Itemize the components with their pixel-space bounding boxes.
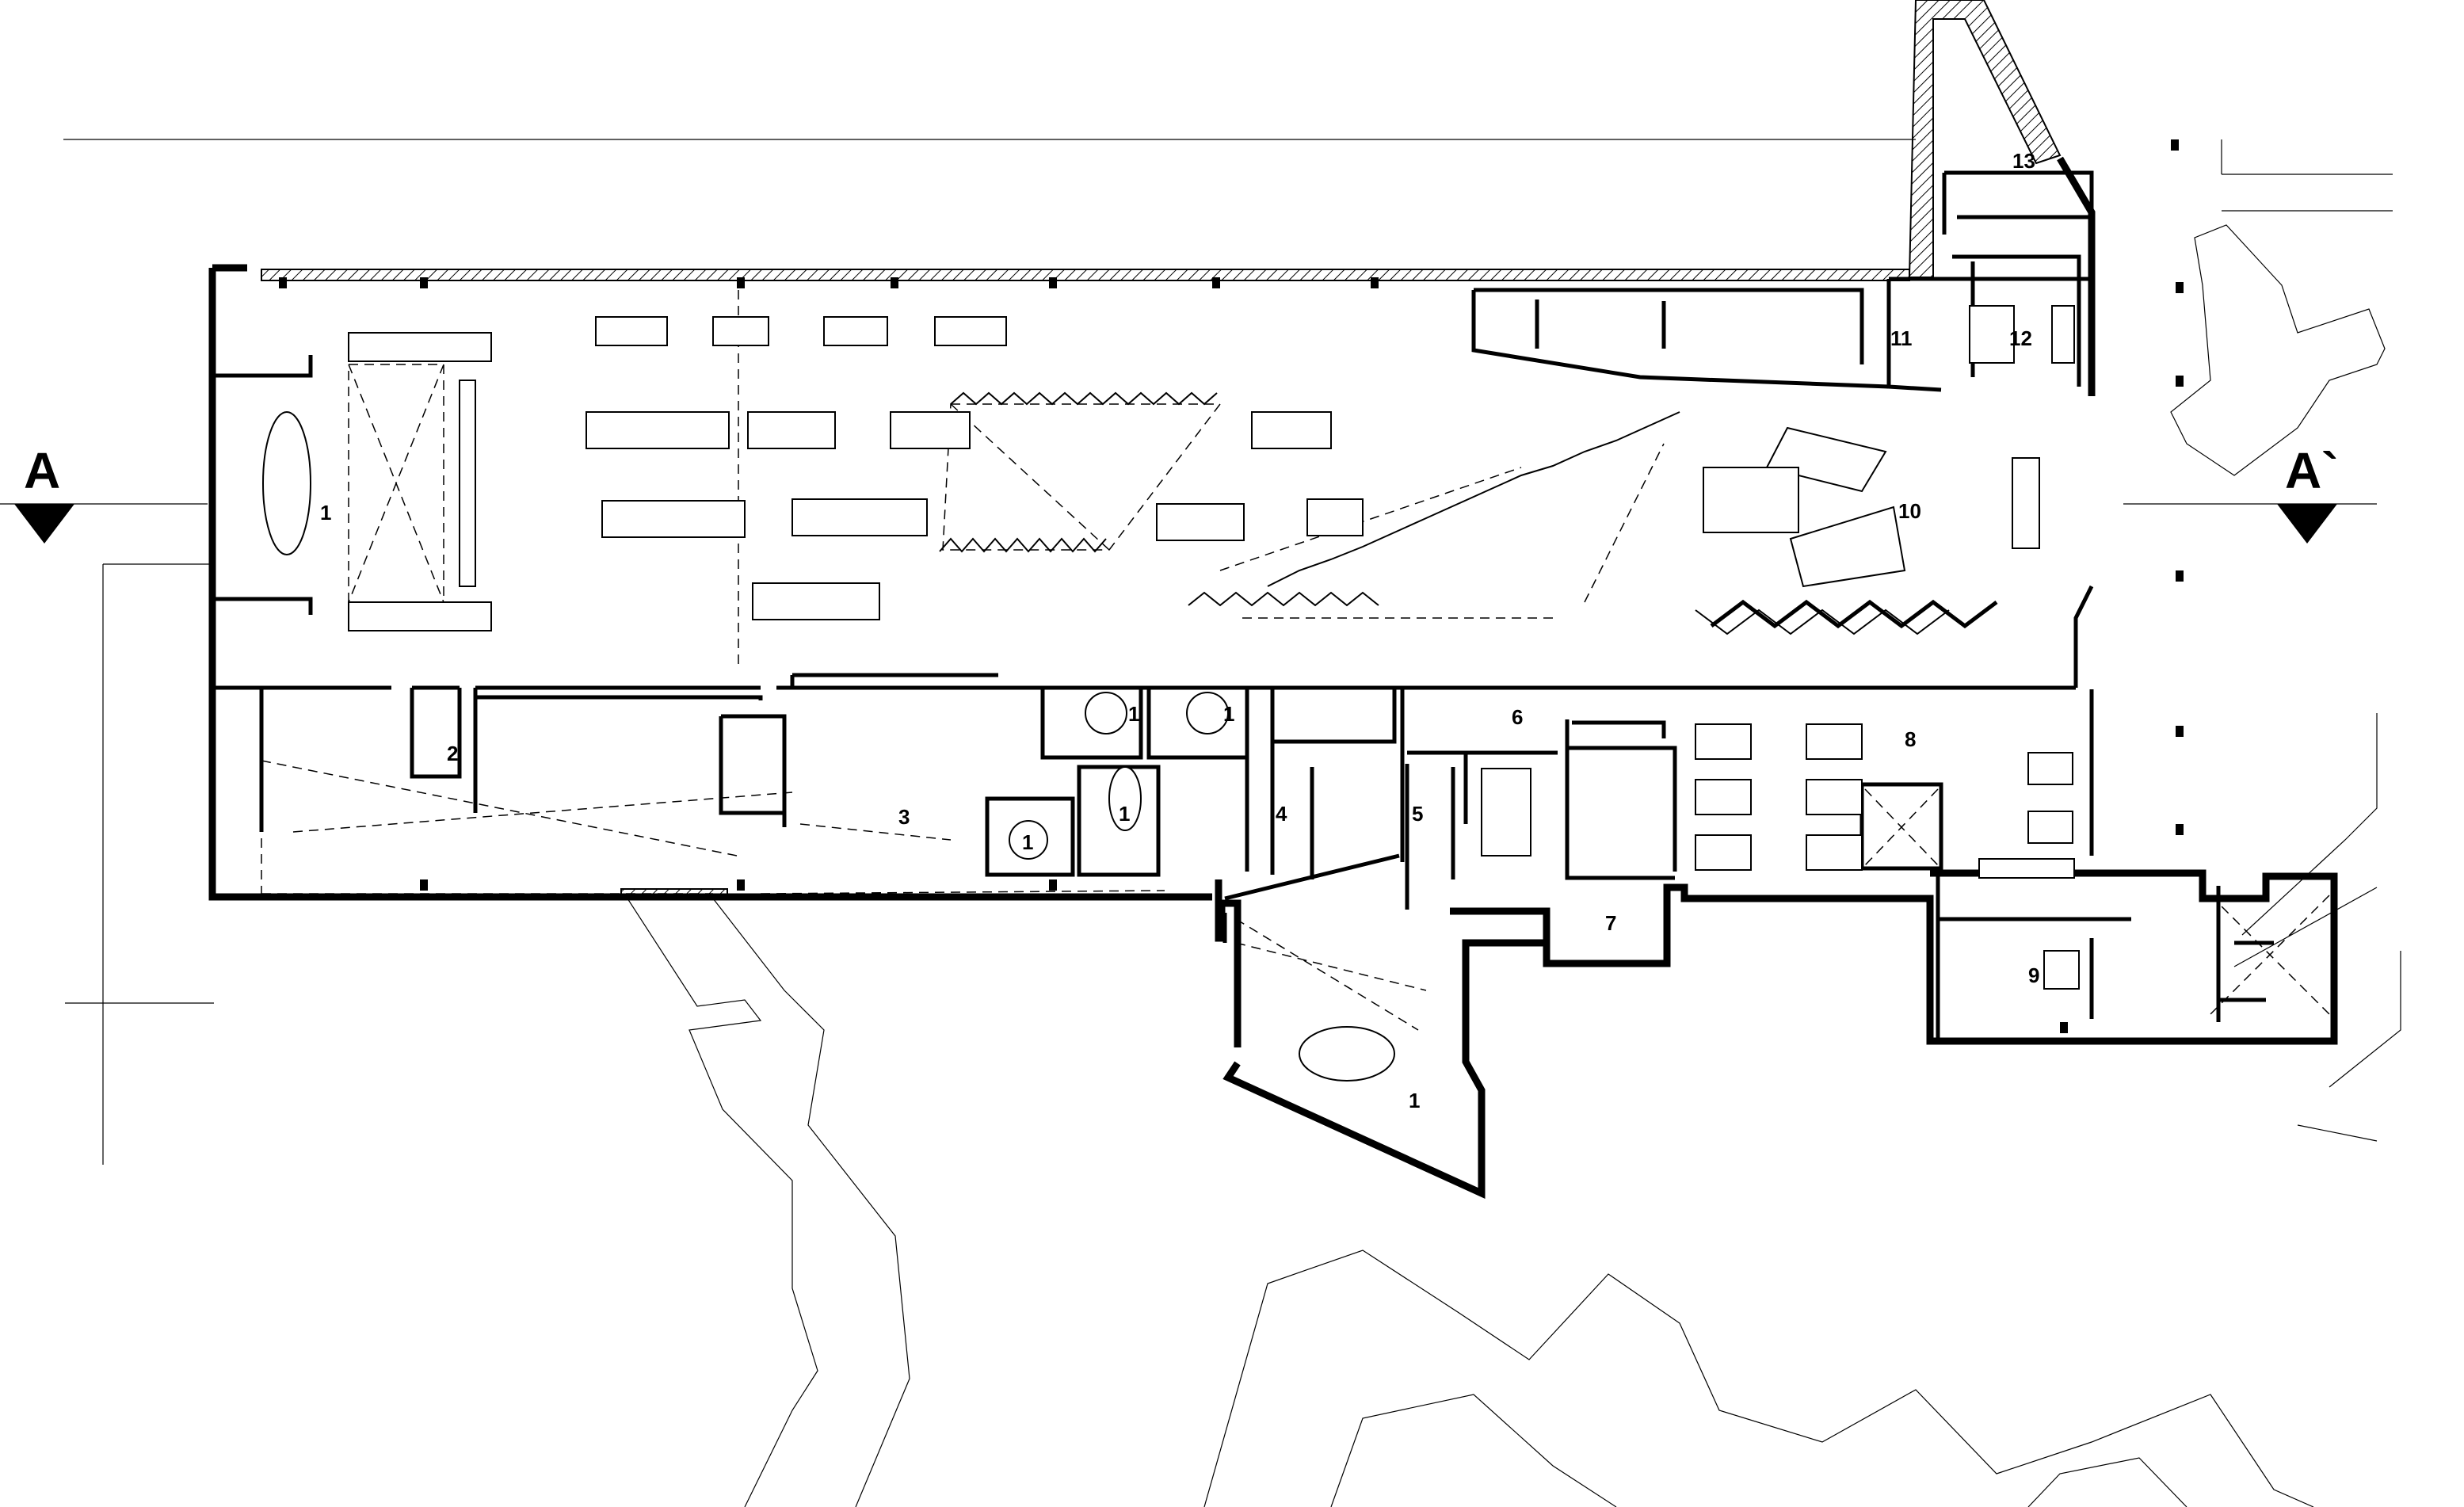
room-label-1-round-room: 1 xyxy=(1022,830,1033,854)
room-label-4: 4 xyxy=(1276,802,1287,826)
room-label-11: 11 xyxy=(1890,326,1913,350)
room-label-1-south-meeting: 1 xyxy=(1409,1089,1420,1112)
dashed-lines xyxy=(261,290,2330,1031)
exterior-walls xyxy=(208,156,2338,1199)
room-label-9: 9 xyxy=(2028,963,2039,987)
section-marker-left: A xyxy=(14,442,74,544)
room-label-5: 5 xyxy=(1412,802,1423,826)
section-marker-right-arrow-icon xyxy=(2277,504,2337,544)
room-label-2: 2 xyxy=(447,742,458,765)
room-label-12: 12 xyxy=(2009,326,2032,350)
site-context-lines xyxy=(0,139,2401,1507)
room-label-6: 6 xyxy=(1512,705,1523,729)
section-marker-left-arrow-icon xyxy=(14,504,74,544)
room-label-7: 7 xyxy=(1605,911,1616,935)
room-label-1-west-meeting: 1 xyxy=(320,501,331,525)
room-label-3: 3 xyxy=(898,805,910,829)
structural-columns xyxy=(279,139,2184,1033)
room-label-13: 13 xyxy=(2012,149,2035,173)
furniture xyxy=(262,305,2080,1082)
section-marker-left-label: A xyxy=(24,442,60,499)
room-label-1-office-b: 1 xyxy=(1223,702,1234,726)
room-labels: 1 1 1 1 1 1 2 3 4 5 6 7 8 9 10 11 12 13 xyxy=(320,149,2039,1112)
room-label-10: 10 xyxy=(1898,499,1921,523)
room-label-8: 8 xyxy=(1905,727,1916,751)
room-label-1-oval-room: 1 xyxy=(1119,802,1130,826)
zigzag-partitions xyxy=(939,391,1998,635)
interior-walls xyxy=(214,170,2274,1043)
section-marker-right-label: A` xyxy=(2285,442,2339,499)
room-label-1-office-a: 1 xyxy=(1128,702,1139,726)
section-marker-right: A` xyxy=(2277,442,2339,544)
